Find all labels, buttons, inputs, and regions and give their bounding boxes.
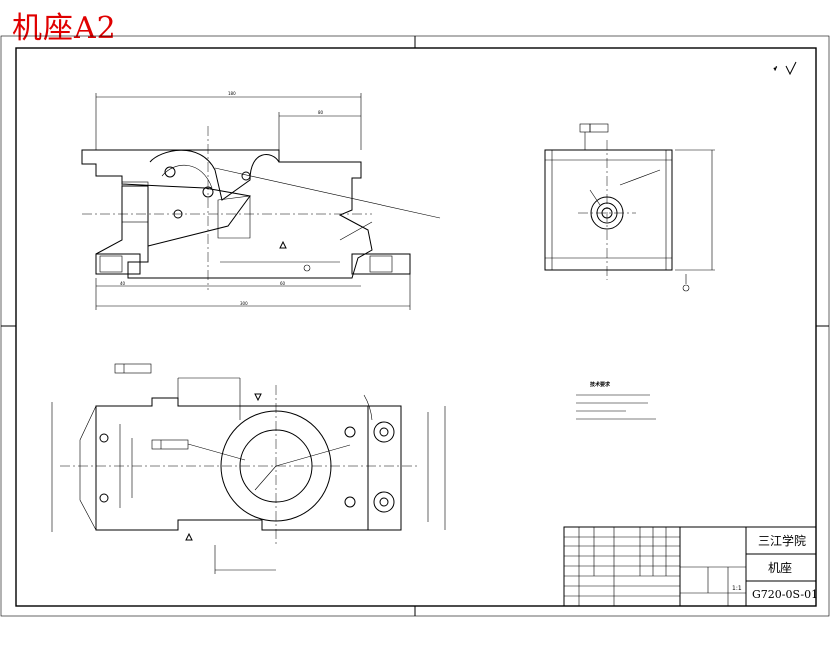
side-view — [544, 123, 715, 292]
top-view — [51, 363, 446, 574]
school-name: 三江学院 — [758, 533, 806, 548]
svg-text:技术要求: 技术要求 — [590, 381, 611, 388]
svg-text:√: √ — [774, 66, 777, 71]
technical-notes: 技术要求 — [576, 381, 656, 420]
svg-text:180: 180 — [228, 91, 236, 96]
title-block: 三江学院 机座 G720-0S-01 1:1 — [563, 526, 818, 607]
outer-border — [0, 35, 830, 617]
inner-border — [15, 47, 817, 607]
svg-text:40: 40 — [120, 281, 126, 286]
svg-text:80: 80 — [318, 110, 324, 115]
front-view: 180 80 300 40 60 — [81, 91, 441, 310]
centering-marks — [1, 36, 829, 616]
roughness-symbol: √ — [774, 61, 797, 76]
drawing-number: G720-0S-01 — [752, 588, 818, 601]
scale: 1:1 — [732, 585, 742, 592]
format-stamp: 机座A2 — [12, 11, 117, 46]
svg-text:60: 60 — [280, 281, 286, 286]
svg-text:300: 300 — [240, 301, 248, 306]
part-name: 机座 — [768, 560, 792, 575]
